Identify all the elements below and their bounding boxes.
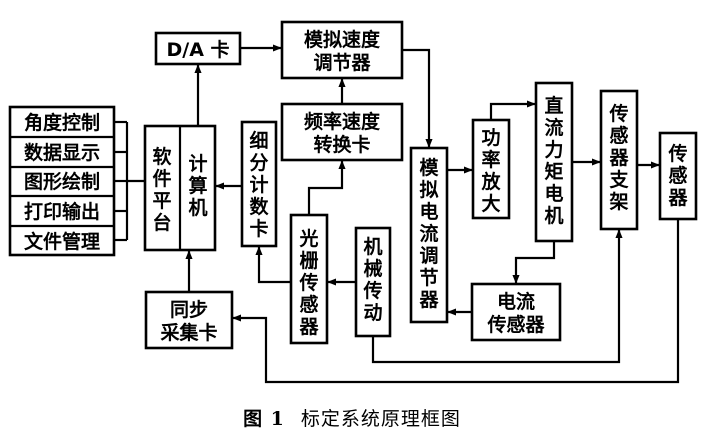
mechanical-drive-block: 机 械 传 动 bbox=[354, 226, 392, 338]
function-list: 角度控制 数据显示 图形绘制 打印输出 文件管理 bbox=[8, 105, 116, 257]
power-amp-char-2: 率 bbox=[481, 148, 500, 171]
analog-current-regulator-char-6: 节 bbox=[419, 267, 438, 289]
mechanical-drive-char-1: 机 bbox=[363, 236, 382, 258]
calibration-block-diagram: 角度控制 数据显示 图形绘制 打印输出 文件管理 软 件 平 台 计 算 机 D… bbox=[8, 20, 698, 384]
analog-speed-regulator-block: 模拟速度 调节器 bbox=[280, 20, 404, 80]
analog-speed-regulator-line-1: 模拟速度 bbox=[304, 28, 381, 51]
computer-char-3: 机 bbox=[188, 197, 207, 219]
grating-sensor-frame bbox=[289, 213, 329, 345]
software-platform-char-3: 平 bbox=[152, 190, 171, 212]
function-list-frame bbox=[8, 105, 116, 257]
analog-current-regulator-char-3: 电 bbox=[419, 200, 438, 223]
sensor-bracket-char-2: 感 bbox=[609, 124, 628, 147]
sensor-bracket-frame bbox=[599, 89, 639, 231]
analog-current-regulator-frame bbox=[409, 146, 449, 324]
arrow-sensor-to-acquisition bbox=[232, 219, 680, 384]
power-amp-char-3: 放 bbox=[480, 170, 501, 193]
subdivision-counter-char-4: 数 bbox=[249, 195, 269, 218]
function-item-print-output: 打印输出 bbox=[24, 200, 100, 223]
sensor-char-3: 器 bbox=[667, 187, 688, 209]
function-item-file-management: 文件管理 bbox=[24, 230, 100, 253]
grating-sensor-char-5: 器 bbox=[298, 316, 319, 338]
function-item-angle-control: 角度控制 bbox=[24, 111, 100, 134]
sync-acquisition-card-line-2: 采集卡 bbox=[160, 321, 217, 344]
power-amp-block: 功 率 放 大 bbox=[471, 118, 511, 220]
current-sensor-frame bbox=[470, 282, 562, 342]
software-platform-char-4: 台 bbox=[152, 211, 171, 234]
current-sensor-line-2: 传感器 bbox=[486, 313, 545, 336]
arrow-grating-to-counter bbox=[255, 246, 291, 284]
power-amp-char-1: 功 bbox=[481, 127, 500, 149]
analog-current-regulator-char-2: 拟 bbox=[419, 179, 438, 201]
power-amp-char-4: 大 bbox=[481, 192, 500, 215]
freq-speed-converter-frame bbox=[280, 102, 404, 162]
computer-char-2: 算 bbox=[188, 174, 207, 197]
subdivision-counter-frame bbox=[240, 120, 278, 248]
analog-current-regulator-block: 模 拟 电 流 调 节 器 bbox=[409, 146, 449, 324]
sensor-char-1: 传 bbox=[667, 142, 687, 165]
function-bracket bbox=[114, 120, 145, 242]
subdivision-counter-char-2: 分 bbox=[249, 152, 268, 174]
subdivision-counter-char-3: 计 bbox=[249, 174, 268, 196]
software-platform-char-1: 软 bbox=[152, 145, 171, 168]
grating-sensor-char-2: 栅 bbox=[299, 249, 318, 272]
mechanical-drive-char-4: 动 bbox=[363, 302, 382, 324]
dc-torque-motor-char-6: 机 bbox=[544, 205, 563, 227]
mechanical-drive-char-3: 传 bbox=[362, 279, 382, 302]
arrow-amp-to-motor bbox=[489, 100, 536, 120]
analog-speed-regulator-line-2: 调节器 bbox=[313, 52, 371, 74]
sensor-bracket-char-1: 传 bbox=[608, 102, 628, 125]
dc-torque-motor-char-4: 矩 bbox=[544, 161, 563, 183]
software-platform-computer: 软 件 平 台 计 算 机 bbox=[143, 124, 217, 252]
freq-speed-converter-block: 频率速度 转换卡 bbox=[280, 102, 404, 162]
software-platform-char-2: 件 bbox=[152, 167, 171, 190]
subdivision-counter-block: 细 分 计 数 卡 bbox=[240, 120, 278, 248]
signal-arrows bbox=[185, 44, 680, 384]
freq-speed-converter-line-2: 转换卡 bbox=[313, 133, 370, 156]
sync-acquisition-card-line-1: 同步 bbox=[170, 299, 208, 321]
dc-torque-motor-char-1: 直 bbox=[544, 94, 563, 117]
figure-number: 图 1 bbox=[243, 408, 285, 430]
current-sensor-line-1: 电流 bbox=[497, 290, 535, 313]
arrow-motor-to-current-sensor bbox=[512, 241, 556, 284]
arrow-drive-to-bracket bbox=[371, 229, 623, 364]
sensor-bracket-char-3: 器 bbox=[608, 147, 629, 169]
dc-torque-motor-char-3: 力 bbox=[544, 138, 563, 161]
freq-speed-converter-line-1: 频率速度 bbox=[304, 110, 381, 133]
arrow-grating-to-converter bbox=[307, 160, 346, 215]
da-card-label: D/A 卡 bbox=[166, 38, 229, 61]
sync-acquisition-card-block: 同步 采集卡 bbox=[144, 290, 234, 350]
analog-current-regulator-char-7: 器 bbox=[418, 289, 439, 311]
computer-char-1: 计 bbox=[188, 153, 207, 175]
function-item-data-display: 数据显示 bbox=[24, 141, 100, 164]
sensor-block: 传 感 器 bbox=[658, 131, 698, 221]
da-card-block: D/A 卡 bbox=[154, 31, 242, 66]
figure-caption: 图 1 标定系统原理框图 bbox=[0, 404, 704, 431]
sensor-bracket-char-4: 支 bbox=[608, 169, 629, 191]
power-amp-frame bbox=[471, 118, 511, 220]
subdivision-counter-char-1: 细 bbox=[249, 129, 268, 152]
analog-speed-regulator-frame bbox=[280, 20, 404, 80]
mechanical-drive-char-2: 械 bbox=[363, 257, 382, 280]
sync-acquisition-card-frame bbox=[144, 290, 234, 350]
analog-current-regulator-char-4: 流 bbox=[419, 222, 438, 245]
current-sensor-block: 电流 传感器 bbox=[470, 282, 562, 342]
sensor-char-2: 感 bbox=[668, 164, 687, 187]
arrow-speed-to-current-regulator bbox=[402, 48, 433, 148]
analog-current-regulator-char-5: 调 bbox=[419, 245, 438, 267]
grating-sensor-block: 光 栅 传 感 器 bbox=[289, 213, 329, 345]
analog-current-regulator-char-1: 模 bbox=[419, 156, 439, 179]
figure-title: 标定系统原理框图 bbox=[300, 408, 461, 430]
function-item-graph-plot: 图形绘制 bbox=[24, 170, 100, 193]
sensor-bracket-char-5: 架 bbox=[608, 191, 628, 213]
dc-torque-motor-char-5: 电 bbox=[544, 182, 563, 205]
grating-sensor-char-3: 传 bbox=[298, 271, 318, 294]
grating-sensor-char-4: 感 bbox=[299, 293, 318, 316]
sensor-bracket-block: 传 感 器 支 架 bbox=[599, 89, 639, 231]
grating-sensor-char-1: 光 bbox=[298, 227, 318, 250]
dc-torque-motor-char-2: 流 bbox=[544, 116, 563, 139]
subdivision-counter-char-5: 卡 bbox=[249, 217, 268, 240]
dc-torque-motor-block: 直 流 力 矩 电 机 bbox=[534, 81, 574, 243]
